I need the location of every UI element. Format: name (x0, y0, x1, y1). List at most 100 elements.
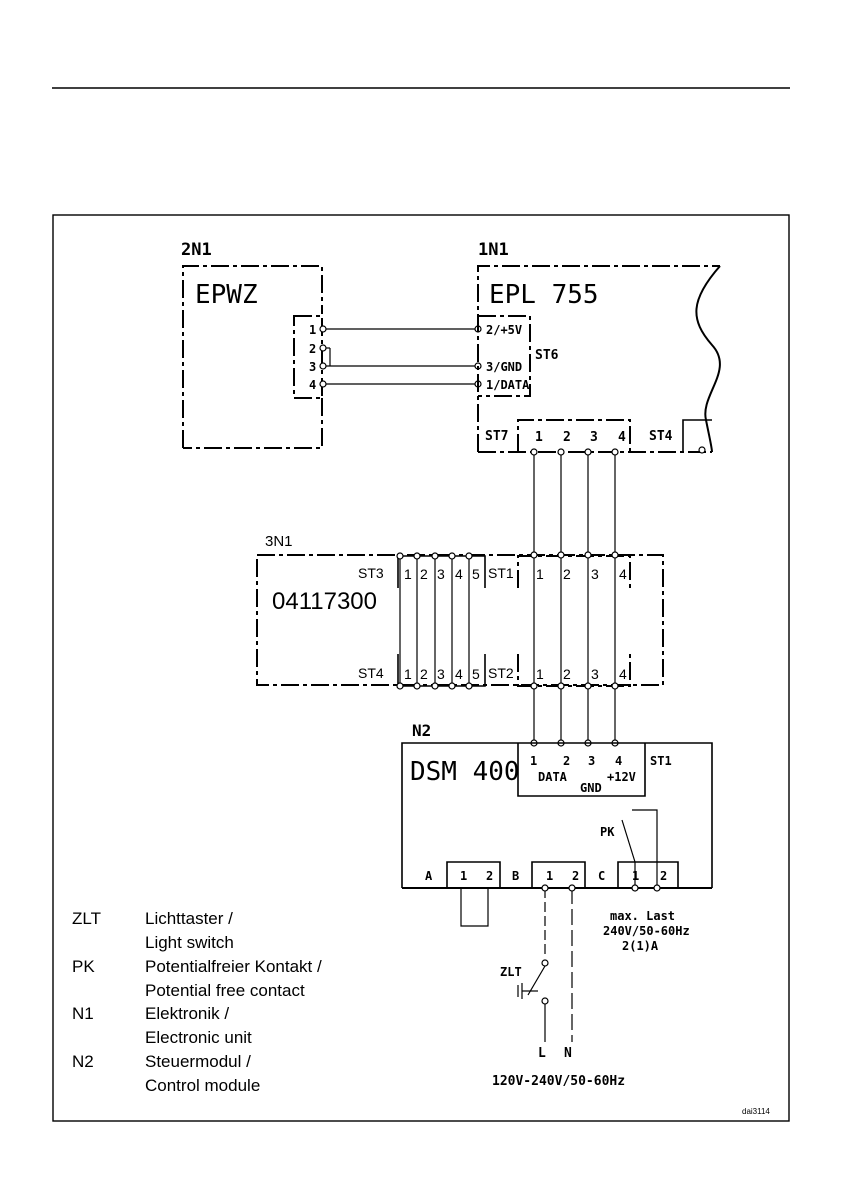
pk-switch-contact (621, 819, 636, 863)
dsm-st1-label: ST1 (650, 754, 672, 768)
st7-pin-3: 3 (590, 430, 598, 445)
st2-connector-module (517, 654, 631, 687)
st3-pin-2: 2 (420, 566, 428, 582)
wires-epwz-epl (319, 325, 482, 388)
st7-pin-2: 2 (563, 430, 571, 445)
st3-connector (397, 555, 486, 588)
st4-pin-3: 3 (437, 666, 445, 682)
supply-label: 120V-240V/50-60Hz (492, 1074, 625, 1089)
epwz-pin-3: 3 (309, 360, 316, 374)
st7-label: ST7 (485, 429, 508, 444)
a-pin-2: 2 (486, 869, 493, 883)
diagram-frame (52, 214, 790, 1122)
st6-label: ST6 (535, 348, 559, 363)
epl-break-line (695, 265, 721, 453)
st4-label-epl: ST4 (649, 429, 673, 444)
reference-code: dai3114 (742, 1107, 770, 1116)
st7-pin-1: 1 (535, 430, 543, 445)
legend-de-n2: Steuermodul / (145, 1052, 251, 1071)
dsm-st1-connector (517, 743, 646, 797)
epwz-border-bottom (183, 398, 323, 449)
legend-code-n2: N2 (72, 1052, 94, 1071)
terminal-c (617, 861, 679, 888)
terminal-a (446, 861, 501, 888)
legend-en-n1: Electronic unit (145, 1028, 252, 1047)
block-epwz: 2N1 EPWZ 1 2 3 4 (181, 240, 323, 449)
max-load-2: 240V/50-60Hz (603, 924, 690, 938)
st2-pin-4: 4 (619, 666, 627, 682)
group-b-label: B (512, 869, 519, 883)
epwz-pin-1: 1 (309, 323, 316, 337)
wires-module-dsm (530, 551, 619, 747)
st3-pin-3: 3 (437, 566, 445, 582)
st4-pin-2: 2 (420, 666, 428, 682)
st1-pin-3: 3 (591, 566, 599, 582)
legend-code-pk: PK (72, 957, 95, 976)
epwz-name: EPWZ (195, 280, 258, 310)
dsm-gnd-label: GND (580, 781, 602, 795)
legend-de-n1: Elektronik / (145, 1004, 229, 1023)
st4-connector-epl (682, 419, 712, 452)
dsm-st1-pin-3: 3 (588, 754, 595, 768)
st1-connector-module (517, 555, 631, 588)
group-a-label: A (425, 869, 433, 883)
legend-code-zlt: ZLT (72, 909, 101, 928)
st7-connector (517, 419, 631, 452)
dsm-12v-label: +12V (607, 770, 636, 784)
terminal-b (531, 861, 586, 888)
n-label: N (564, 1046, 572, 1061)
legend-en-pk: Potential free contact (145, 981, 305, 1000)
module-st3-label: ST3 (358, 565, 384, 581)
st2-pin-1: 1 (536, 666, 544, 682)
st1-pin-2: 2 (563, 566, 571, 582)
legend-code-n1: N1 (72, 1004, 94, 1023)
zlt-label: ZLT (500, 965, 522, 979)
wires-epl-module (530, 448, 619, 555)
st7-pin-4: 4 (618, 430, 626, 445)
block-epl: 1N1 EPL 755 2/+5V 3/GND 1/DATA ST6 ST7 1… (477, 240, 721, 454)
legend-en-zlt: Light switch (145, 933, 234, 952)
legend: ZLT Lichttaster / Light switch PK Potent… (72, 909, 322, 1095)
legend-en-n2: Control module (145, 1076, 260, 1095)
module-st2-label: ST2 (488, 665, 514, 681)
a-pin-1: 1 (460, 869, 467, 883)
dsm-id: N2 (412, 721, 431, 740)
st6-pin-gnd: 3/GND (486, 360, 522, 374)
st1-pin-1: 1 (536, 566, 544, 582)
dsm-border (401, 742, 713, 888)
dsm-st1-pin-1: 1 (530, 754, 537, 768)
c-pin-2: 2 (660, 869, 667, 883)
epwz-id: 2N1 (181, 240, 212, 260)
st6-connector (478, 315, 531, 397)
dsm-st1-pin-2: 2 (563, 754, 570, 768)
a-bridge (460, 888, 489, 927)
legend-de-pk: Potentialfreier Kontakt / (145, 957, 322, 976)
st3-pin-4: 4 (455, 566, 463, 582)
st3-pin-5: 5 (472, 566, 480, 582)
epwz-pin-2: 2 (309, 342, 316, 356)
st6-pin-data: 1/DATA (486, 378, 530, 392)
dsm-st1-pin-4: 4 (615, 754, 622, 768)
l-label: L (538, 1046, 546, 1061)
b-pin-1: 1 (546, 869, 553, 883)
legend-de-zlt: Lichttaster / (145, 909, 233, 928)
epl-border (477, 265, 720, 452)
module-id: 3N1 (265, 533, 293, 550)
st6-pin-5v: 2/+5V (486, 323, 522, 337)
epwz-pin-4: 4 (309, 378, 316, 392)
st4-pin-1: 1 (404, 666, 412, 682)
st3-pin-1: 1 (404, 566, 412, 582)
epwz-border-top (182, 265, 323, 448)
epwz-connector (293, 315, 323, 399)
dsm-name: DSM 400 (410, 757, 520, 787)
st2-pin-3: 3 (591, 666, 599, 682)
zlt-switch-contact (527, 965, 546, 996)
group-c-label: C (598, 869, 605, 883)
module-st1-label: ST1 (488, 565, 514, 581)
c-pin-1: 1 (632, 869, 639, 883)
st1-pin-4: 4 (619, 566, 627, 582)
module-border (256, 554, 664, 686)
block-dsm: N2 DSM 400 1 2 3 4 ST1 DATA GND +12V A B… (401, 721, 713, 1089)
st4-pin-5: 5 (472, 666, 480, 682)
